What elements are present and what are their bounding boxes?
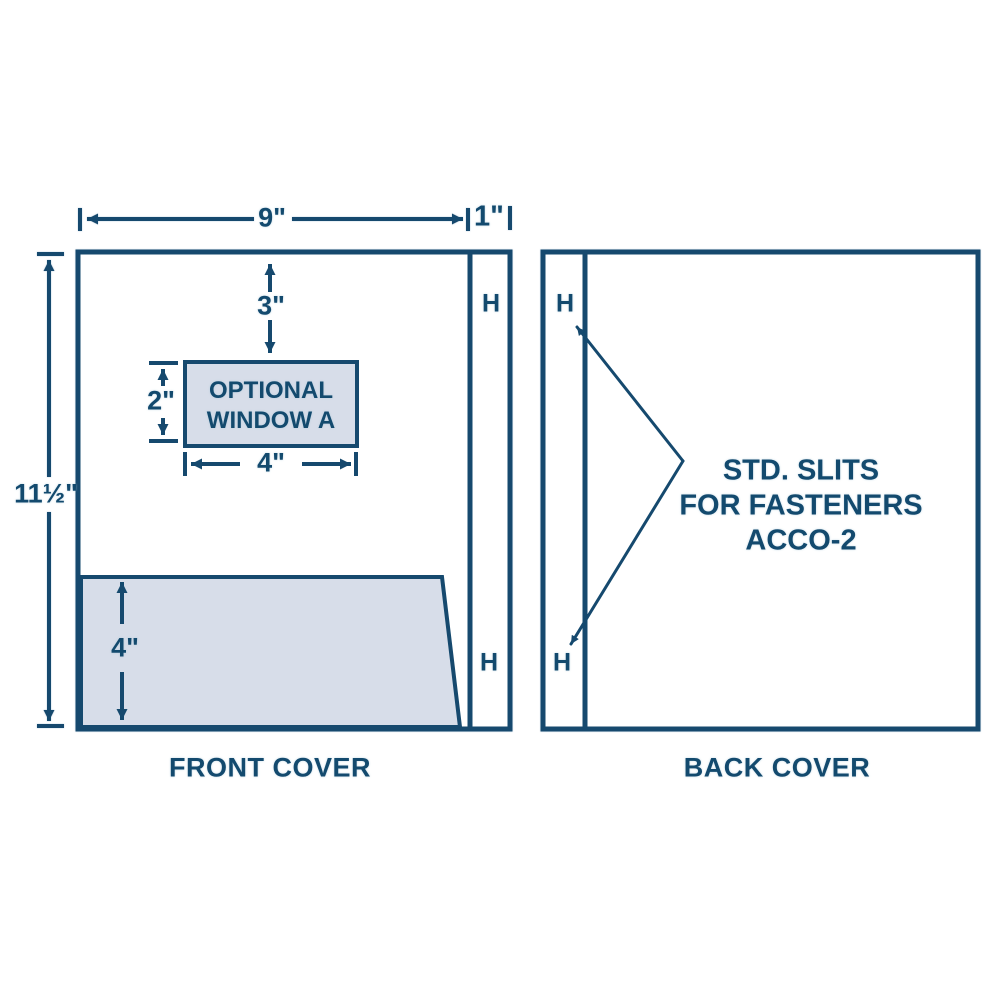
slit-arrow-lower [569, 459, 685, 646]
slit-arrow-upper [575, 325, 685, 463]
optional-window-line2: WINDOW A [206, 407, 336, 434]
slit-mark-front-top: H [481, 289, 501, 318]
back-cover-panel [540, 249, 981, 732]
fastener-note-line1: STD. SLITS [722, 454, 880, 487]
fastener-note-line2: FOR FASTENERS [679, 489, 923, 522]
optional-window-label: OPTIONAL WINDOW A [207, 376, 335, 436]
slit-mark-front-bottom: H [479, 648, 499, 677]
fastener-note-line3: ACCO-2 [745, 524, 857, 557]
dim-1in-label: 1" [474, 200, 504, 233]
dim-11half-label: 11½" [14, 478, 78, 509]
back-cover-title: BACK COVER [683, 752, 871, 783]
dim-4in-window-label: 4" [257, 447, 285, 478]
front-cover-title: FRONT COVER [168, 752, 372, 783]
optional-window-line1: OPTIONAL [208, 377, 333, 404]
slit-mark-back-bottom: H [552, 648, 572, 677]
slit-mark-back-top: H [555, 289, 575, 318]
optional-window-box [183, 360, 359, 448]
dim-9in-label: 9" [258, 202, 286, 233]
dim-4in-pocket-label: 4" [111, 632, 139, 663]
fastener-note: STD. SLITS FOR FASTENERS ACCO-2 [679, 454, 922, 559]
front-pocket [79, 575, 463, 729]
dim-3in-label: 3" [257, 290, 285, 321]
dim-2in-label: 2" [147, 385, 175, 416]
